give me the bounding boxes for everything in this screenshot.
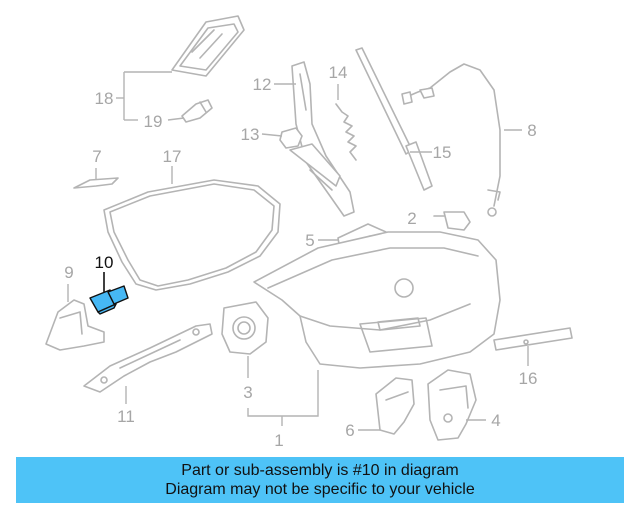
callout-2[interactable]: 2 xyxy=(407,209,416,228)
callout-11[interactable]: 11 xyxy=(117,407,135,426)
part-10-lock-cylinder[interactable] xyxy=(89,285,129,315)
callout-10[interactable]: 10 xyxy=(95,253,114,272)
callout-1[interactable]: 1 xyxy=(274,431,283,450)
callout-6[interactable]: 6 xyxy=(345,421,354,440)
part-13-grommet[interactable] xyxy=(279,127,303,149)
callout-12[interactable]: 12 xyxy=(253,75,272,94)
info-banner-line-2: Diagram may not be specific to your vehi… xyxy=(165,481,475,498)
parts-diagram: 1 2 3 4 5 6 7 8 9 10 11 12 13 14 15 16 1… xyxy=(45,15,573,450)
info-banner-line-1: Part or sub-assembly is #10 in diagram xyxy=(181,462,459,479)
callout-19[interactable]: 19 xyxy=(144,112,163,131)
leader-1-3 xyxy=(247,356,319,426)
callout-3[interactable]: 3 xyxy=(243,383,252,402)
part-14-spring[interactable] xyxy=(335,103,357,161)
part-17-weatherstrip[interactable] xyxy=(103,179,281,291)
callout-15[interactable]: 15 xyxy=(433,143,452,162)
callout-13[interactable]: 13 xyxy=(241,125,260,144)
callout-18[interactable]: 18 xyxy=(95,89,114,108)
callout-4[interactable]: 4 xyxy=(491,411,500,430)
part-11-garnish[interactable] xyxy=(83,323,213,393)
part-6-bracket[interactable] xyxy=(375,377,415,435)
part-hinge-arm xyxy=(289,143,341,187)
part-18-license-lamp[interactable] xyxy=(171,15,245,77)
part-4-lock-assembly[interactable] xyxy=(427,369,477,441)
part-3-cylinder-housing[interactable] xyxy=(221,301,269,355)
callout-7[interactable]: 7 xyxy=(92,147,101,166)
callout-5[interactable]: 5 xyxy=(305,231,314,250)
part-7-emblem[interactable] xyxy=(73,177,119,189)
part-15-gas-strut[interactable] xyxy=(355,47,433,191)
part-8-release-cable[interactable] xyxy=(401,63,501,217)
part-2-actuator[interactable] xyxy=(433,211,471,231)
callout-17[interactable]: 17 xyxy=(163,147,182,166)
callout-14[interactable]: 14 xyxy=(329,63,348,82)
part-16-seal-strip[interactable] xyxy=(493,327,573,351)
part-19-bulb[interactable] xyxy=(181,99,213,123)
leader-13 xyxy=(261,133,283,137)
part-trunk-lid xyxy=(253,231,501,369)
info-banner: Part or sub-assembly is #10 in diagram D… xyxy=(16,457,624,503)
part-9-latch[interactable] xyxy=(45,299,105,351)
callout-16[interactable]: 16 xyxy=(519,369,538,388)
callout-9[interactable]: 9 xyxy=(64,263,73,282)
leader-18-19 xyxy=(116,71,185,121)
callout-8[interactable]: 8 xyxy=(527,121,536,140)
